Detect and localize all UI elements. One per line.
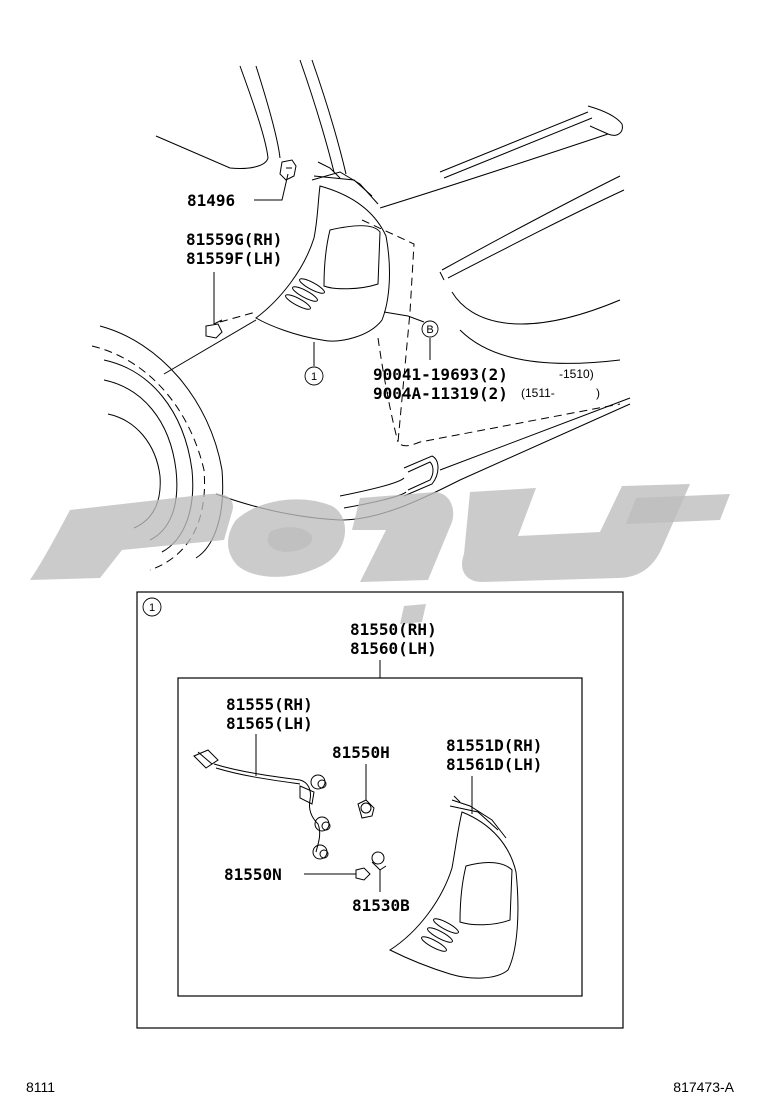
vehicle-body-outline: [91, 59, 631, 571]
detail-inner-frame: [177, 677, 583, 997]
part-number-9004a: 9004A-11319(2): [373, 384, 508, 403]
callout-b-marker: B: [421, 320, 439, 338]
leader-81496: [254, 173, 289, 201]
part-number-81565: 81565(LH): [226, 714, 313, 733]
part-range-90041: -1510): [559, 367, 594, 381]
part-number-81555: 81555(RH): [226, 695, 313, 714]
part-number-81551d: 81551D(RH): [446, 736, 542, 755]
callout-1-text: 1: [311, 371, 317, 383]
part-range-9004a: (1511-: [521, 386, 555, 400]
part-number-81550n: 81550N: [224, 865, 282, 884]
wire-harness-icon: [193, 749, 331, 860]
detail-outer-frame: [136, 591, 624, 1029]
part-number-81496: 81496: [187, 191, 235, 210]
part-number-81550h: 81550H: [332, 743, 390, 762]
part-range-9004a-end: ): [596, 386, 600, 400]
clip-81496-icon: [279, 159, 297, 181]
part-number-81559f: 81559F(LH): [186, 249, 282, 268]
part-number-81560: 81560(LH): [350, 639, 437, 658]
part-number-90041: 90041-19693(2): [373, 365, 508, 384]
part-number-81530b: 81530B: [352, 896, 410, 915]
footer-left-code: 8111: [26, 1079, 55, 1095]
callout-1-marker: 1: [304, 366, 324, 386]
bulb-81550n-icon: [355, 867, 371, 881]
callout-b-text: B: [426, 324, 433, 336]
bulb-81530b-icon: [371, 851, 387, 871]
part-number-81550: 81550(RH): [350, 620, 437, 639]
nut-81559-icon: [205, 319, 223, 339]
tail-lamp-assembly-upper: [255, 161, 390, 342]
detail-callout-text: 1: [149, 602, 155, 614]
detail-callout-marker: 1: [142, 597, 162, 617]
footer-right-code: 817473-A: [673, 1079, 734, 1095]
part-number-81559g: 81559G(RH): [186, 230, 282, 249]
watermark-logo: [30, 484, 730, 624]
tail-lamp-lens-detail: [388, 795, 519, 979]
bulb-81550h-icon: [357, 799, 375, 819]
part-number-81561d: 81561D(LH): [446, 755, 542, 774]
leader-bolt: [383, 311, 425, 323]
